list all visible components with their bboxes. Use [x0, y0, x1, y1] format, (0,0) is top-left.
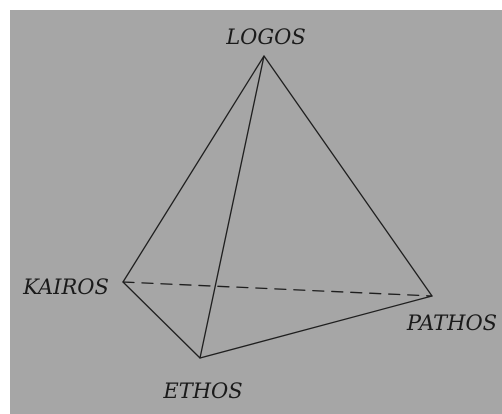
edge-ethos-pathos [199, 295, 433, 359]
vertex-label-logos: LOGOS [225, 25, 306, 49]
edge-kairos-pathos [122, 281, 433, 297]
edge-logos-kairos [122, 55, 265, 283]
tetrahedron-edges [122, 55, 433, 359]
vertex-label-pathos: PATHOS [406, 311, 497, 335]
diagram-canvas [10, 10, 502, 414]
vertex-label-ethos: ETHOS [162, 379, 242, 403]
edge-kairos-ethos [122, 281, 201, 359]
edge-logos-pathos [263, 55, 433, 297]
edge-logos-ethos [199, 55, 265, 359]
vertex-label-kairos: KAIROS [22, 275, 109, 299]
